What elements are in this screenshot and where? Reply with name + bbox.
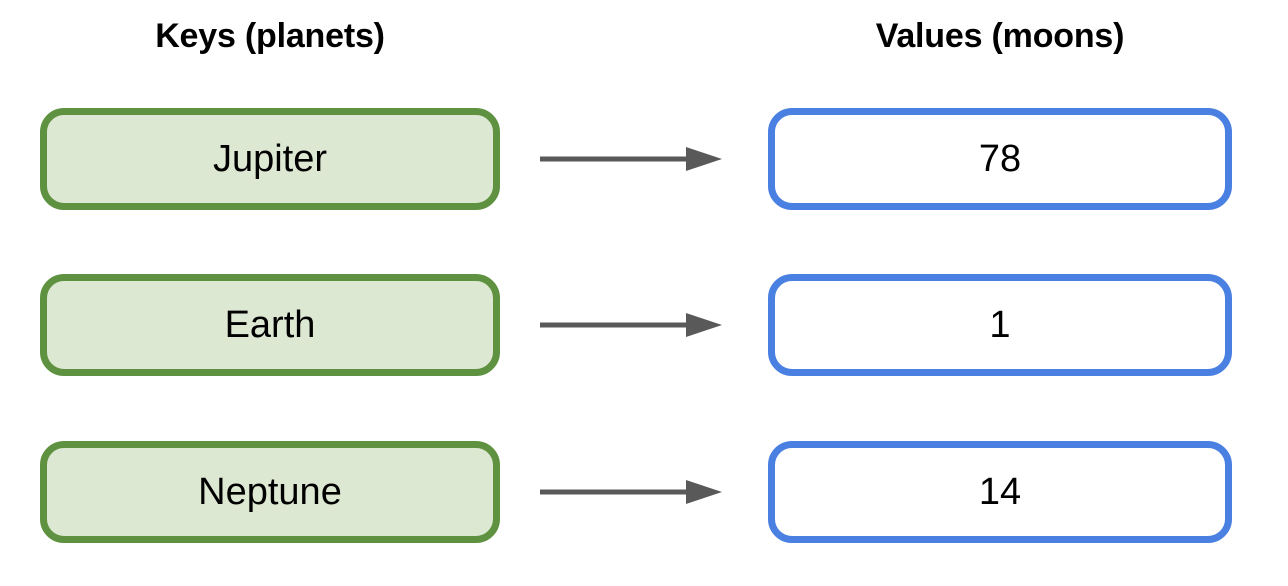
key-label: Neptune [198, 471, 342, 513]
key-label: Jupiter [212, 138, 328, 180]
key-box-earth[interactable]: Earth [40, 274, 500, 376]
value-label: 14 [978, 471, 1022, 513]
values-column-header: Values (moons) [875, 17, 1125, 55]
mapping-row: Jupiter 78 [0, 108, 1288, 210]
right-arrow-icon [536, 472, 726, 512]
value-box-earth[interactable]: 1 [768, 274, 1232, 376]
mapping-row: Earth 1 [0, 274, 1288, 376]
value-label: 1 [989, 304, 1011, 346]
right-arrow-icon [536, 305, 726, 345]
value-box-jupiter[interactable]: 78 [768, 108, 1232, 210]
right-arrow-icon [536, 139, 726, 179]
key-label: Earth [224, 304, 316, 346]
key-box-neptune[interactable]: Neptune [40, 441, 500, 543]
value-label: 78 [978, 138, 1022, 180]
key-box-jupiter[interactable]: Jupiter [40, 108, 500, 210]
keys-column-header: Keys (planets) [155, 17, 385, 55]
mapping-row: Neptune 14 [0, 441, 1288, 543]
value-box-neptune[interactable]: 14 [768, 441, 1232, 543]
